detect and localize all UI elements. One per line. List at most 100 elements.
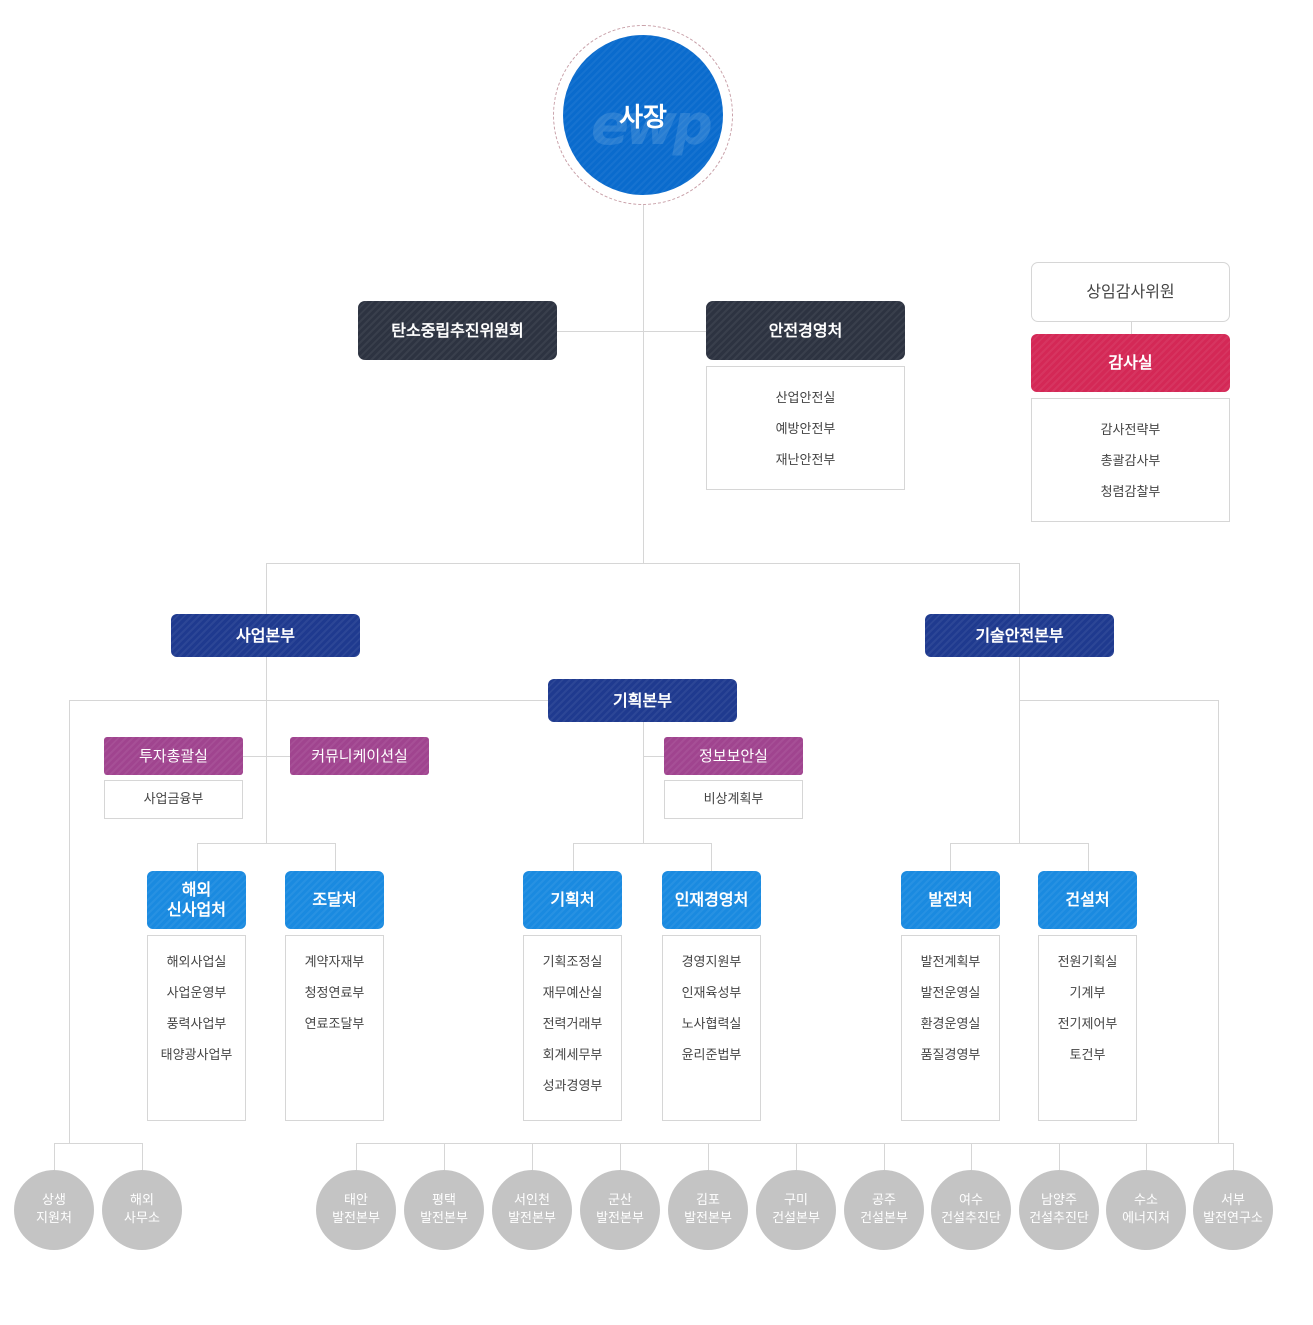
site-circle-overseas-office[interactable]: 해외 사무소 (102, 1170, 182, 1250)
list-item[interactable]: 풍력사업부 (166, 1017, 227, 1032)
connector-planning-dept (573, 843, 574, 871)
ceo-node[interactable]: ewp 사장 (563, 35, 723, 195)
list-item[interactable]: 해외사업실 (166, 955, 227, 970)
hr-management-dept-node[interactable]: 인재경영처 (662, 871, 761, 929)
site-circle-gongju[interactable]: 공주 건설본부 (844, 1170, 924, 1250)
connector-right-sites-vertical (1218, 700, 1219, 1143)
list-item[interactable]: 계약자재부 (304, 955, 365, 970)
list-item[interactable]: 노사협력실 (681, 1017, 742, 1032)
list-item[interactable]: 환경운영실 (920, 1017, 981, 1032)
tech-safety-division-node[interactable]: 기술안전본부 (925, 614, 1114, 657)
list-item[interactable]: 재무예산실 (542, 986, 603, 1001)
connector-generation-dept (950, 843, 951, 871)
site-circle-taean[interactable]: 태안 발전본부 (316, 1170, 396, 1250)
connector-tech-right (1019, 700, 1219, 701)
list-item[interactable]: 윤리준법부 (681, 1048, 742, 1063)
list-item[interactable]: 인재육성부 (681, 986, 742, 1001)
list-item[interactable]: 기획조정실 (542, 955, 603, 970)
connector-site-stub (356, 1143, 357, 1171)
list-item[interactable]: 산업안전실 (775, 391, 836, 406)
audit-commissioner-node[interactable]: 상임감사위원 (1031, 262, 1230, 322)
list-item[interactable]: 감사전략부 (1100, 423, 1161, 438)
list-item[interactable]: 재난안전부 (775, 453, 836, 468)
site-line: 여수 (959, 1193, 983, 1208)
connector-planning-left (69, 700, 549, 701)
site-line: 서부 (1221, 1193, 1245, 1208)
list-item[interactable]: 전원기획실 (1057, 955, 1118, 970)
list-item[interactable]: 연료조달부 (304, 1017, 365, 1032)
site-circle-hydrogen[interactable]: 수소 에너지처 (1106, 1170, 1186, 1250)
connector-hr-dept (711, 843, 712, 871)
construction-dept-node[interactable]: 건설처 (1038, 871, 1137, 929)
list-item[interactable]: 사업운영부 (166, 986, 227, 1001)
site-line: 해외 (130, 1193, 154, 1208)
connector-ceo-trunk (643, 205, 644, 563)
procurement-dept-node[interactable]: 조달처 (285, 871, 384, 929)
committee-node[interactable]: 탄소중립추진위원회 (358, 301, 557, 360)
connector-planning-depts (573, 843, 712, 844)
audit-office-node[interactable]: 감사실 (1031, 334, 1230, 392)
site-circle-seoincheon[interactable]: 서인천 발전본부 (492, 1170, 572, 1250)
site-line: 발전본부 (596, 1211, 644, 1226)
list-item[interactable]: 총괄감사부 (1100, 454, 1161, 469)
list-item[interactable]: 회계세무부 (542, 1048, 603, 1063)
site-circle-coexistence[interactable]: 상생 지원처 (14, 1170, 94, 1250)
list-item[interactable]: 예방안전부 (775, 422, 836, 437)
list-item[interactable]: 전기제어부 (1057, 1017, 1118, 1032)
communication-office-node[interactable]: 커뮤니케이션실 (290, 737, 429, 775)
site-line: 지원처 (36, 1211, 72, 1226)
list-item[interactable]: 성과경영부 (542, 1079, 603, 1094)
list-item[interactable]: 발전계획부 (920, 955, 981, 970)
site-circle-pyeongtaek[interactable]: 평택 발전본부 (404, 1170, 484, 1250)
connector-site-stub (444, 1143, 445, 1171)
site-circle-namyangju[interactable]: 남양주 건설추진단 (1019, 1170, 1099, 1250)
list-item[interactable]: 토건부 (1069, 1048, 1106, 1063)
planning-dept-node[interactable]: 기획처 (523, 871, 622, 929)
list-item[interactable]: 태양광사업부 (160, 1048, 233, 1063)
generation-dept-list: 발전계획부 발전운영실 환경운영실 품질경영부 (901, 935, 1000, 1121)
infosec-office-node[interactable]: 정보보안실 (664, 737, 803, 775)
connector-site-stub (1059, 1143, 1060, 1171)
list-item[interactable]: 품질경영부 (920, 1048, 981, 1063)
site-line: 남양주 (1041, 1193, 1077, 1208)
connector-construction-dept (1088, 843, 1089, 871)
overseas-new-business-dept-node[interactable]: 해외 신사업처 (147, 871, 246, 929)
site-line: 건설본부 (772, 1211, 820, 1226)
construction-dept-list: 전원기획실 기계부 전기제어부 토건부 (1038, 935, 1137, 1121)
list-item[interactable]: 기계부 (1069, 986, 1106, 1001)
connector-tech-depts (950, 843, 1089, 844)
list-item[interactable]: 청렴감찰부 (1100, 485, 1161, 500)
site-circle-yeosu[interactable]: 여수 건설추진단 (931, 1170, 1011, 1250)
site-line: 김포 (696, 1193, 720, 1208)
planning-dept-list: 기획조정실 재무예산실 전력거래부 회계세무부 성과경영부 (523, 935, 622, 1121)
site-circle-western-research[interactable]: 서부 발전연구소 (1193, 1170, 1273, 1250)
list-item[interactable]: 경영지원부 (681, 955, 742, 970)
site-line: 공주 (872, 1193, 896, 1208)
site-circle-gimpo[interactable]: 김포 발전본부 (668, 1170, 748, 1250)
site-line: 군산 (608, 1193, 632, 1208)
list-item[interactable]: 비상계획부 (703, 792, 764, 807)
connector-investment-comm (243, 756, 291, 757)
site-circle-gumi[interactable]: 구미 건설본부 (756, 1170, 836, 1250)
planning-division-node[interactable]: 기획본부 (548, 679, 737, 722)
site-line: 건설추진단 (1029, 1211, 1089, 1226)
safety-office-node[interactable]: 안전경영처 (706, 301, 905, 360)
site-line: 에너지처 (1122, 1211, 1170, 1226)
site-line: 사무소 (124, 1211, 160, 1226)
site-line: 평택 (432, 1193, 456, 1208)
generation-dept-node[interactable]: 발전처 (901, 871, 1000, 929)
list-item[interactable]: 전력거래부 (542, 1017, 603, 1032)
investment-office-node[interactable]: 투자총괄실 (104, 737, 243, 775)
site-line: 구미 (784, 1193, 808, 1208)
connector-right-sites-bus (356, 1143, 1234, 1144)
connector-site-stub (532, 1143, 533, 1171)
site-line: 발전본부 (332, 1211, 380, 1226)
list-item[interactable]: 사업금융부 (143, 792, 204, 807)
connector-site-stub (971, 1143, 972, 1171)
site-circle-gunsan[interactable]: 군산 발전본부 (580, 1170, 660, 1250)
overseas-new-business-dept-list: 해외사업실 사업운영부 풍력사업부 태양광사업부 (147, 935, 246, 1121)
list-item[interactable]: 발전운영실 (920, 986, 981, 1001)
business-division-node[interactable]: 사업본부 (171, 614, 360, 657)
list-item[interactable]: 청정연료부 (304, 986, 365, 1001)
site-line: 서인천 (514, 1193, 550, 1208)
